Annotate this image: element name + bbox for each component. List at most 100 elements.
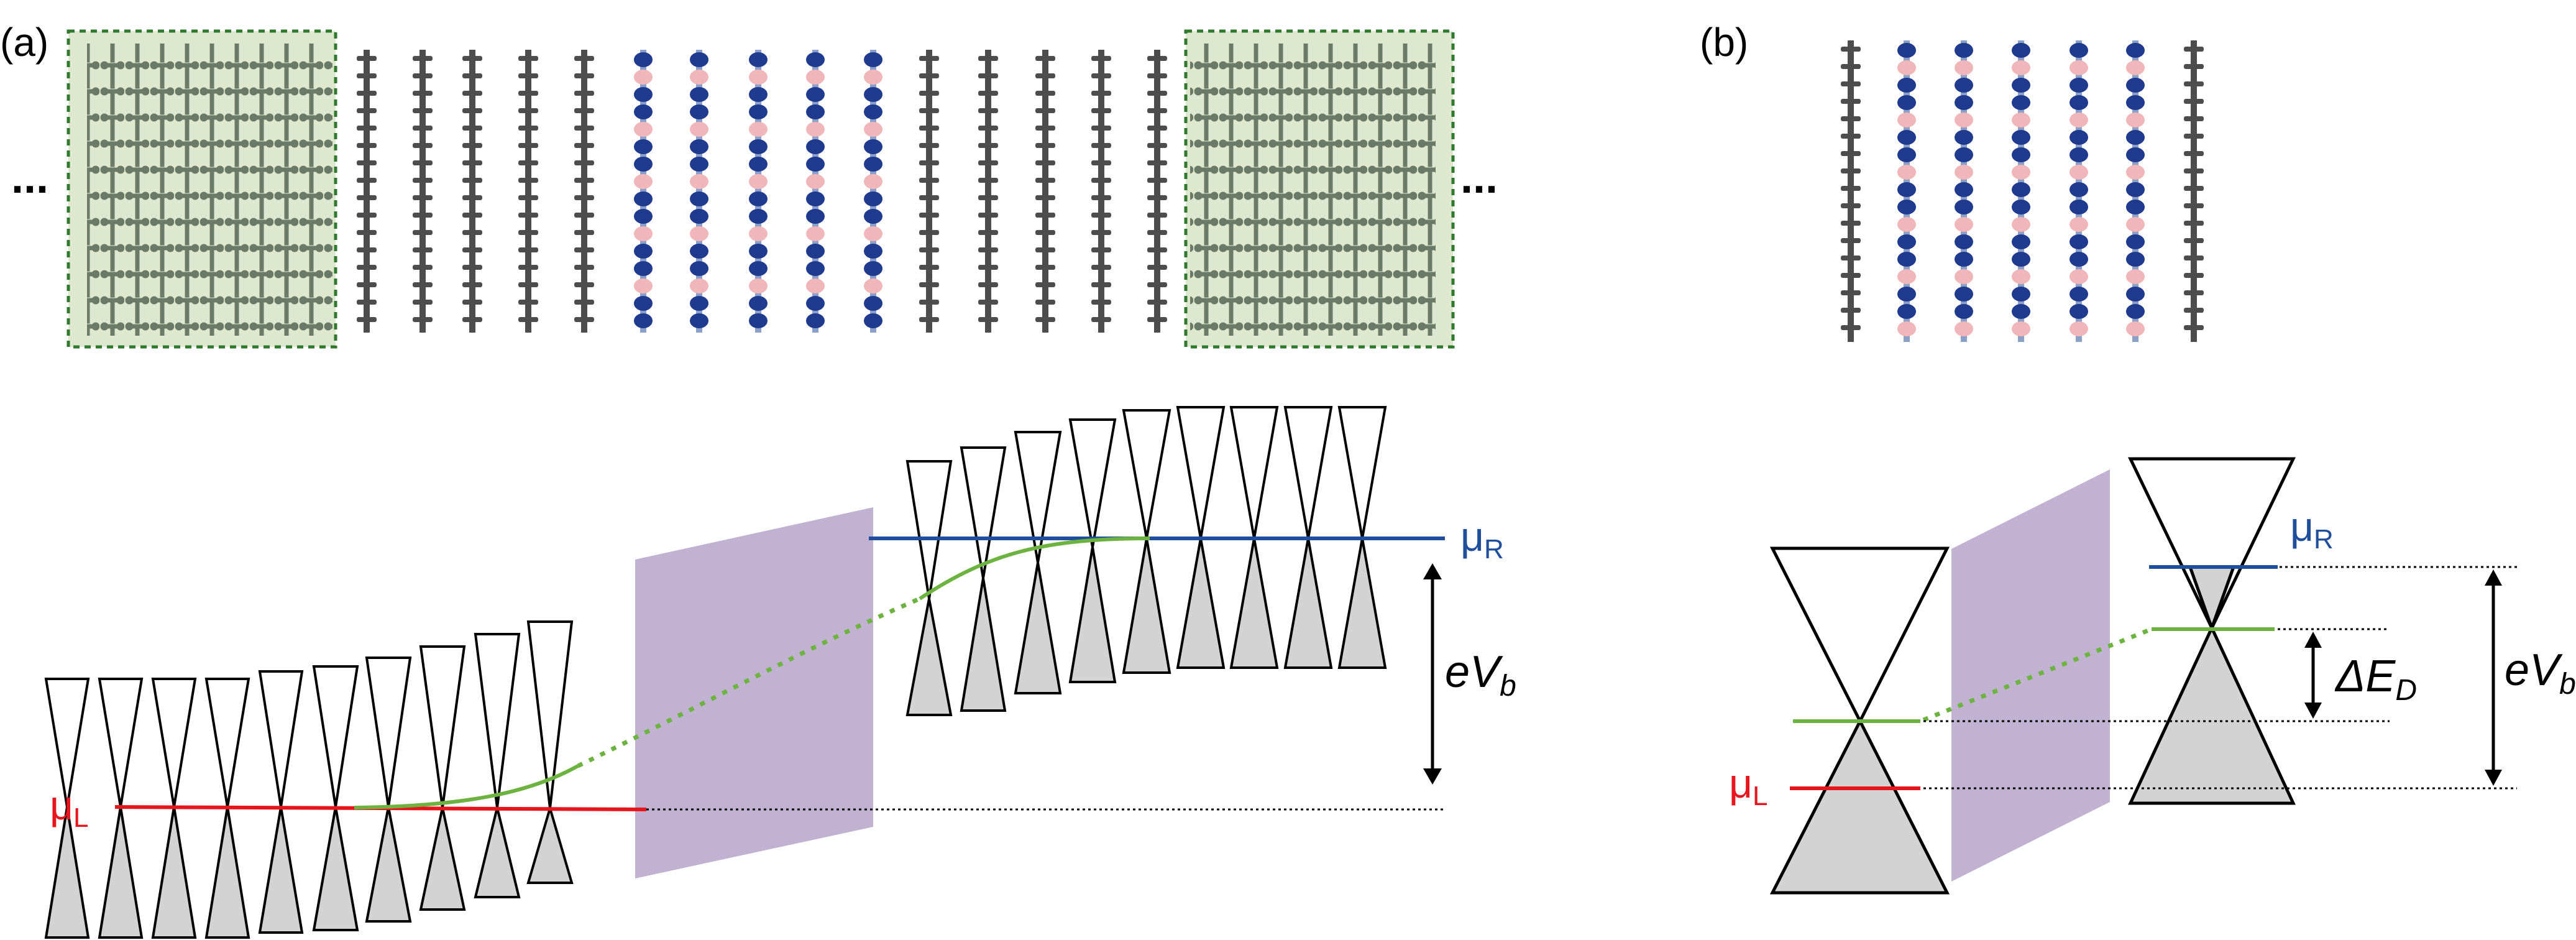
molecule-column-b-6-atom [2126,304,2145,319]
molecule-column-b-5-atom [2070,78,2088,93]
molecule-column-a-4-atom [518,247,538,252]
molecule-column-a-2-atom [413,265,433,270]
molecule-column-b-4-atom [2012,60,2030,75]
molecule-column-a-4-atom [518,300,538,305]
molecule-column-a-1-atom [357,213,377,218]
bias-label-b: eVb [2505,645,2576,701]
molecule-column-b-6-atom [2126,287,2145,302]
molecule-column-b-3-atom [1955,182,1973,197]
mu-left-label-b: μL [1729,760,1768,811]
molecule-column-b-2-atom [1897,217,1916,232]
molecule-column-b-4-atom [2012,200,2030,214]
molecule-column-a-4-atom [518,108,538,113]
molecule-column-a-3-atom [462,126,482,131]
molecule-column-a-8 [749,50,768,333]
dirac-cones-a [44,406,1387,939]
molecule-column-b-2-atom [1897,287,1916,302]
molecule-column-b-3-atom [1955,78,1973,93]
delta-label-b: ΔED [2334,652,2417,707]
molecule-column-b-3-atom [1955,304,1973,319]
molecule-column-a-3-atom [462,195,482,200]
molecule-column-a-14-atom [1091,282,1111,287]
molecule-column-a-5-atom [574,108,594,113]
molecule-column-a-7-atom [690,139,708,154]
molecule-column-a-4-atom [518,126,538,131]
molecule-column-b-5-atom [2070,113,2088,127]
molecule-column-a-9-atom [806,261,825,276]
molecule-column-a-8-atom [749,226,768,241]
molecule-column-b-2-atom [1897,95,1916,110]
molecule-column-a-10-atom [864,296,882,311]
molecule-column-b-6-atom [2126,95,2145,110]
bias-arrow-head-down-b [2485,770,2502,786]
cone-a-9-lower [474,807,521,898]
molecule-column-a-9-atom [806,279,825,293]
molecule-column-b-1-atom [1841,134,1861,139]
molecule-column-a-6-atom [634,52,653,67]
molecule-column-a-10-spine [870,50,876,333]
molecule-column-a-1-atom [357,73,377,78]
cone-a-14-upper [1068,418,1117,548]
molecule-column-a-15-atom [1147,126,1167,131]
molecule-column-a-9-atom [806,87,825,102]
cone-a-13-upper [1014,431,1062,563]
molecule-column-a-7-atom [690,244,708,259]
molecule-column-a-1-atom [357,230,377,235]
molecule-column-b-5-atom [2070,130,2088,145]
molecule-column-a-13-atom [1035,282,1055,287]
molecule-column-b-2-atom [1897,113,1916,127]
molecule-column-a-6-atom [634,209,653,224]
molecule-column-a-10-atom [864,139,882,154]
molecule-column-a-14-atom [1091,56,1111,61]
molecule-column-b-3-atom [1955,130,1973,145]
molecule-column-b-3-atom [1955,43,1973,58]
molecule-column-b-7-atom [2184,256,2204,260]
cone-a-19-lower [1337,538,1387,669]
bias-arrow-head-up-a [1423,563,1442,579]
molecule-column-a-4-atom [518,91,538,96]
molecule-column-a-8-atom [749,87,768,102]
molecule-column-a-1-atom [357,195,377,200]
molecule-column-b-1-atom [1841,151,1861,156]
molecule-column-a-10 [864,50,882,333]
molecule-column-a-4-atom [518,213,538,218]
molecule-column-b-7-atom [2184,203,2204,208]
molecule-column-b-1-atom [1841,290,1861,295]
molecule-column-b-2-atom [1897,269,1916,284]
molecule-column-a-11-atom [919,56,939,61]
molecule-column-a-3-atom [462,230,482,235]
molecule-column-b-5-atom [2070,147,2088,162]
molecule-column-a-9-atom [806,104,825,119]
molecule-column-b-5-atom [2070,60,2088,75]
molecule-column-a-1-spine [364,50,370,333]
molecule-column-b-6 [2126,40,2145,342]
molecule-column-b-6-atom [2126,200,2145,214]
molecule-column-a-12-spine [985,50,991,333]
cone-a-11-lower [905,598,953,716]
molecule-column-a-13-atom [1035,230,1055,235]
molecule-column-a-6-atom [634,122,653,137]
molecule-column-a-6-atom [634,174,653,189]
molecule-column-a-11-atom [919,178,939,183]
molecule-column-a-2-atom [413,56,433,61]
molecule-column-b-3-atom [1955,147,1973,162]
bias-arrow-head-down-a [1423,768,1442,785]
molecule-column-a-8-atom [749,104,768,119]
cone-a-5-upper [258,670,304,808]
molecule-column-b-6-atom [2126,130,2145,145]
molecule-column-a-7-atom [690,313,708,328]
molecule-column-a-14-atom [1091,108,1111,113]
mu-left-label-a: μL [50,782,89,833]
molecule-column-a-3-atom [462,91,482,96]
molecule-column-a-7-atom [690,122,708,137]
molecule-column-a-4-atom [518,73,538,78]
molecule-column-a-14-atom [1091,230,1111,235]
molecule-column-b-3-atom [1955,165,1973,180]
molecule-column-b-3-atom [1955,234,1973,249]
molecule-column-a-15 [1147,50,1167,333]
molecule-column-a-10-atom [864,122,882,137]
molecule-column-b-4-atom [2012,217,2030,232]
molecule-column-a-5-atom [574,317,594,322]
molecule-column-b-6-atom [2126,165,2145,180]
molecule-column-a-15-atom [1147,108,1167,113]
